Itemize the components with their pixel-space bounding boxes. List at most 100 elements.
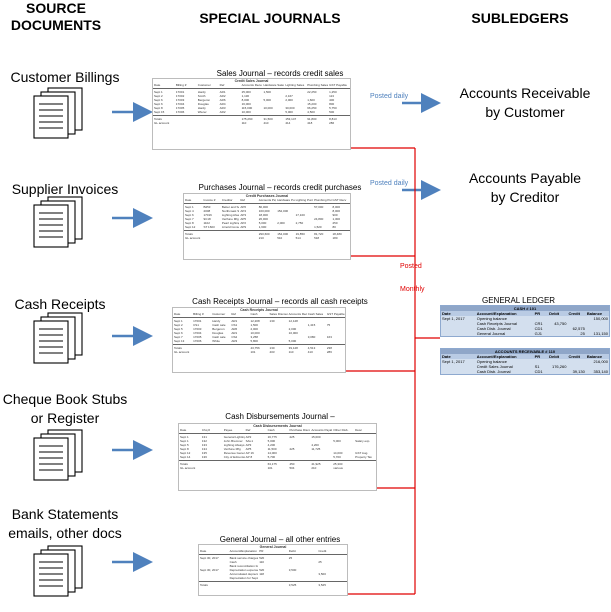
ledger-cell: Credit Sales Journal (476, 364, 513, 369)
cell (221, 236, 239, 240)
cell: 43,756 (250, 346, 260, 350)
cell: GL account (174, 350, 190, 354)
cell: 115,000 (241, 106, 253, 110)
cell: 136 (201, 455, 207, 459)
cell: Sept 1 (185, 205, 194, 209)
cell: Northcoast Suppliers (221, 209, 240, 213)
cell: AP 8 (245, 455, 253, 459)
ledger-header-cell: Account/Explanation (476, 354, 517, 359)
ledger-header-cell: Credit (568, 311, 580, 316)
cell: 16,775 (267, 435, 277, 439)
cell: 5,750 (329, 106, 337, 110)
cell: 17003 (193, 327, 202, 331)
cell: 25,300 (333, 462, 343, 466)
cell (288, 455, 310, 459)
source-cash-receipts: Cash Receipts (14, 296, 106, 312)
cell: 80 (332, 225, 336, 229)
cell: AP3 (245, 443, 252, 447)
cell: Pearl Lighting (221, 221, 240, 225)
cell: 154,000 (277, 232, 289, 236)
posted-daily-label-2: Posted daily (370, 180, 409, 187)
cell: 19,850 (295, 232, 305, 236)
cell: Billing # (193, 312, 204, 316)
cell: 17001 (193, 319, 202, 323)
cell: Sept 6 (154, 102, 163, 106)
cell: Sept 4 (185, 209, 194, 213)
cell: 14,000 (333, 451, 343, 455)
ledger-cell (548, 369, 567, 374)
cell: Arnold Consolidated (221, 225, 239, 229)
cell: 2,000 (277, 221, 285, 225)
cell: 3,258 (250, 335, 258, 339)
ledger-header-cell: Debit (549, 311, 560, 316)
monthly-posting-lines (345, 147, 440, 595)
cell: Lighting Purchases (295, 198, 314, 202)
cell: Sept 1 (154, 90, 163, 94)
cell: 225 (289, 447, 295, 451)
ledger-cell: 216,000 (593, 359, 608, 364)
cell: 1102 (203, 221, 210, 225)
cell: GST Payable (329, 83, 347, 87)
journal-header: Credit Sales Journal (234, 79, 269, 83)
cell: 3,525 (318, 583, 326, 587)
cell (230, 350, 249, 354)
cell: Revenue General (223, 451, 245, 455)
cell: Accounts Payable (258, 198, 276, 202)
cell: Sept 1 (180, 439, 189, 443)
cell: 5,800 (250, 339, 258, 343)
cell (229, 583, 259, 587)
cell: 41,925 (311, 462, 321, 466)
cell: 1,500 (263, 90, 271, 94)
cell: 3,525 (288, 583, 297, 587)
cell: Credit (318, 549, 327, 553)
cell: 5,000 (263, 98, 271, 102)
cell: Cash sale (212, 323, 226, 327)
ledger-account-title: CASH # 101 (441, 306, 609, 311)
cell: 1,250 (329, 90, 337, 94)
cell: 2,000 (285, 98, 293, 102)
cell: GL account (180, 466, 196, 470)
ledger-cell: General Journal (476, 331, 506, 336)
cell: 17002 (175, 94, 185, 98)
ledger-cell (441, 331, 476, 336)
ledger-cell: Cash Disb. Journal (476, 326, 511, 331)
cell: ST 1603 (203, 225, 215, 229)
cell: Hardware Purchases (277, 198, 295, 202)
cell: AP5 (240, 217, 246, 221)
cell: White (212, 339, 220, 343)
cell: 1,600 (307, 98, 315, 102)
general-journal-title: General Journal – all other entries (219, 535, 341, 544)
cell: 25,000 (241, 90, 251, 94)
cell (211, 350, 230, 354)
cell: Sept 30, 2017 (200, 568, 219, 572)
cell: Wierer (197, 110, 207, 114)
cell: Payee (223, 428, 233, 432)
ledger-header-cell: Debit (549, 354, 560, 359)
cell: AP9 (240, 225, 246, 229)
cell: 520 (259, 556, 265, 560)
cell: 18,000 (258, 213, 268, 217)
cell: 81,720 (314, 232, 324, 236)
cell (295, 225, 313, 229)
cell (192, 350, 211, 354)
cell: AR1 (231, 319, 238, 323)
ledger-cell: 176,260 (551, 364, 567, 369)
purchases-journal-title: Purchases Journal – records credit purch… (198, 183, 362, 192)
cell: 10,000 (288, 331, 298, 335)
cell: 5,000 (288, 339, 297, 343)
